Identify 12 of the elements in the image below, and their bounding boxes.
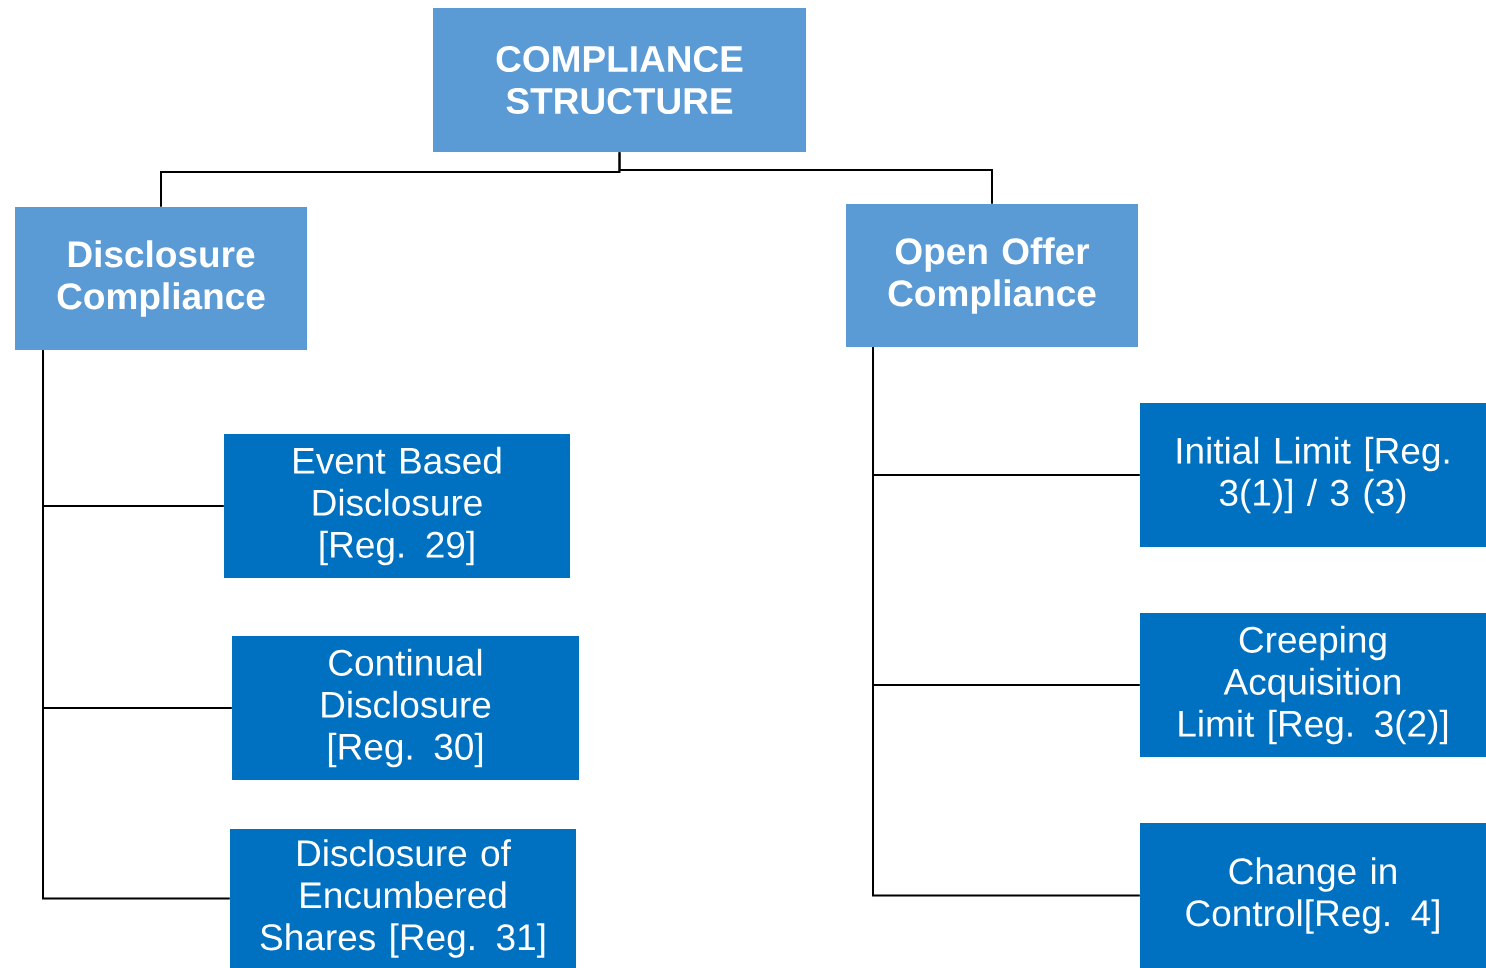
connector-line bbox=[618, 151, 993, 205]
box: Open Offer Compliance bbox=[846, 204, 1138, 347]
box: Disclosure of Encumbered Shares [Reg. 31] bbox=[230, 829, 576, 968]
box: COMPLIANCE STRUCTURE bbox=[433, 8, 806, 152]
box: Continual Disclosure [Reg. 30] bbox=[232, 636, 579, 780]
box: Change in Control[Reg. 4] bbox=[1140, 823, 1486, 968]
connector-line bbox=[872, 346, 1141, 897]
box: Event Based Disclosure [Reg. 29] bbox=[224, 434, 570, 578]
box: Initial Limit [Reg. 3(1)] / 3 (3) bbox=[1140, 403, 1486, 547]
box: Creeping Acquisition Limit [Reg. 3(2)] bbox=[1140, 613, 1486, 757]
box: Disclosure Compliance bbox=[15, 207, 307, 350]
connector-line bbox=[42, 349, 231, 900]
